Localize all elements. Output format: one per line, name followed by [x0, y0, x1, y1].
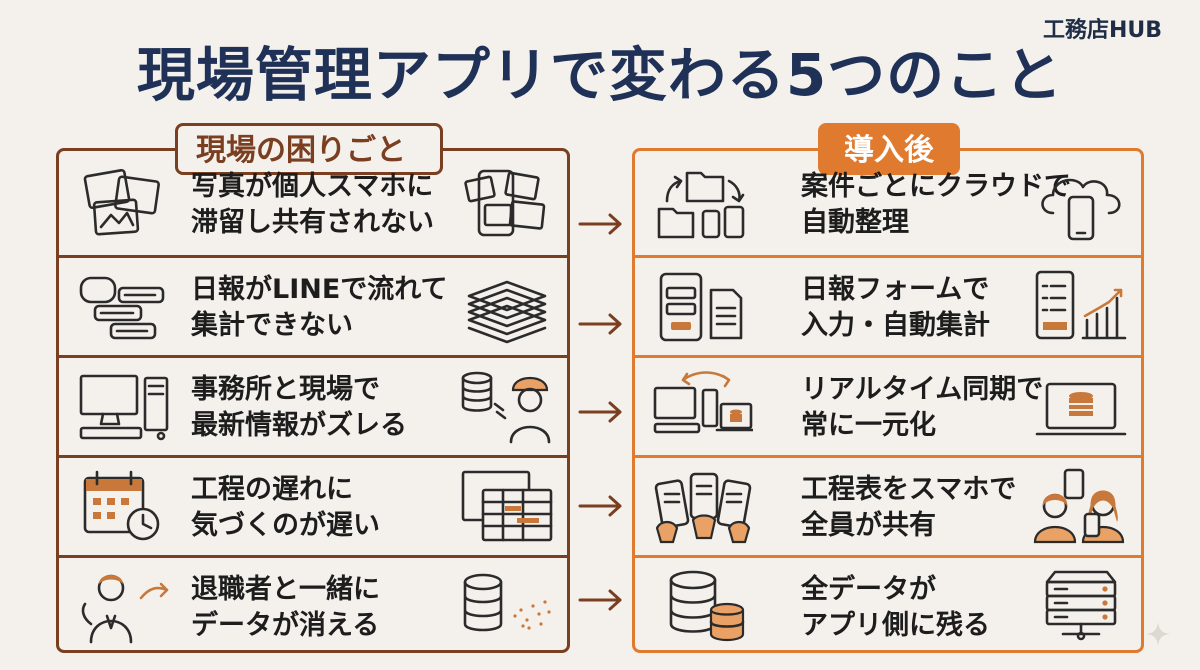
arrow-icon [578, 213, 622, 235]
after-row-5: 全データが アプリ側に残る [635, 555, 1141, 651]
before-panel: 現場の困りごと 写真が個人スマホに 滞留し共有されない [56, 123, 570, 653]
sparkle-icon [1146, 622, 1170, 646]
after-panel: 導入後 案件ごとにクラウドで 自動整理 日 [632, 123, 1144, 653]
before-row-5: 退職者と一緒に データが消える [59, 555, 567, 651]
after-row-4-line2: 全員が共有 [801, 510, 936, 541]
after-row-2: 日報フォームで 入力・自動集計 [635, 255, 1141, 351]
chat-bubbles-icon [79, 276, 165, 340]
after-heading: 導入後 [818, 123, 960, 175]
after-row-3-line2: 常に一元化 [801, 410, 936, 441]
brand-logo-text: 工務店HUB [1042, 18, 1162, 43]
before-row-2: 日報がLINEで流れて 集計できない [59, 255, 567, 351]
hands-phones-icon [654, 472, 752, 544]
arrow-icon [578, 313, 622, 335]
before-heading: 現場の困りごと [175, 123, 443, 175]
server-icon [1045, 570, 1117, 641]
before-row-4-line2: 気づくのが遅い [191, 510, 380, 541]
gantt-chart-icon [461, 470, 553, 542]
database-scatter-icon [463, 573, 551, 632]
people-phones-icon [1033, 468, 1125, 544]
after-row-4: 工程表をスマホで 全員が共有 [635, 455, 1141, 551]
before-row-4-line1: 工程の遅れに [191, 474, 353, 505]
after-row-1-line2: 自動整理 [801, 207, 909, 238]
after-row-4-line1: 工程表をスマホで [801, 474, 1017, 505]
before-row-3-line2: 最新情報がズレる [191, 410, 407, 441]
before-row-2-line2: 集計できない [191, 310, 353, 341]
page-title: 現場管理アプリで変わる5つのこと [136, 41, 1064, 109]
database-worker-icon [461, 371, 551, 444]
after-row-5-line1: 全データが [801, 574, 936, 605]
paper-stack-icon [467, 280, 547, 344]
arrow-icon [578, 495, 622, 517]
laptop-database-icon [1035, 382, 1127, 436]
after-row-2-line1: 日報フォームで [801, 274, 990, 305]
before-row-1: 写真が個人スマホに 滞留し共有されない [59, 155, 567, 251]
phone-photos-icon [464, 169, 546, 237]
after-row-1: 案件ごとにクラウドで 自動整理 [635, 155, 1141, 251]
after-row-3: リアルタイム同期で 常に一元化 [635, 355, 1141, 451]
before-row-4: 工程の遅れに 気づくのが遅い [59, 455, 567, 551]
arrow-icon [578, 589, 622, 611]
before-row-5-line2: データが消える [191, 610, 380, 641]
after-row-2-line2: 入力・自動集計 [801, 310, 990, 341]
form-document-icon [659, 272, 743, 342]
before-row-3-line1: 事務所と現場で [191, 374, 380, 405]
before-row-3: 事務所と現場で 最新情報がズレる [59, 355, 567, 451]
after-row-5-line2: アプリ側に残る [801, 610, 990, 641]
before-row-1-line1: 写真が個人スマホに [191, 171, 434, 202]
person-leaving-icon [81, 574, 169, 644]
before-row-5-line1: 退職者と一緒に [191, 574, 380, 605]
desktop-computer-icon [79, 374, 169, 441]
after-row-1-line1: 案件ごとにクラウドで [801, 171, 1071, 202]
cloud-phone-icon [1041, 178, 1121, 241]
after-row-3-line1: リアルタイム同期で [801, 374, 1044, 405]
database-stack-icon [669, 570, 745, 642]
before-row-1-line2: 滞留し共有されない [191, 207, 434, 238]
arrow-icon [578, 401, 622, 423]
tablet-chart-icon [1035, 270, 1127, 340]
photos-icon [83, 168, 160, 236]
folder-sync-icon [657, 171, 745, 239]
before-row-2-line1: 日報がLINEで流れて [191, 274, 448, 305]
calendar-clock-icon [83, 470, 160, 541]
computer-sync-icon [653, 371, 753, 434]
